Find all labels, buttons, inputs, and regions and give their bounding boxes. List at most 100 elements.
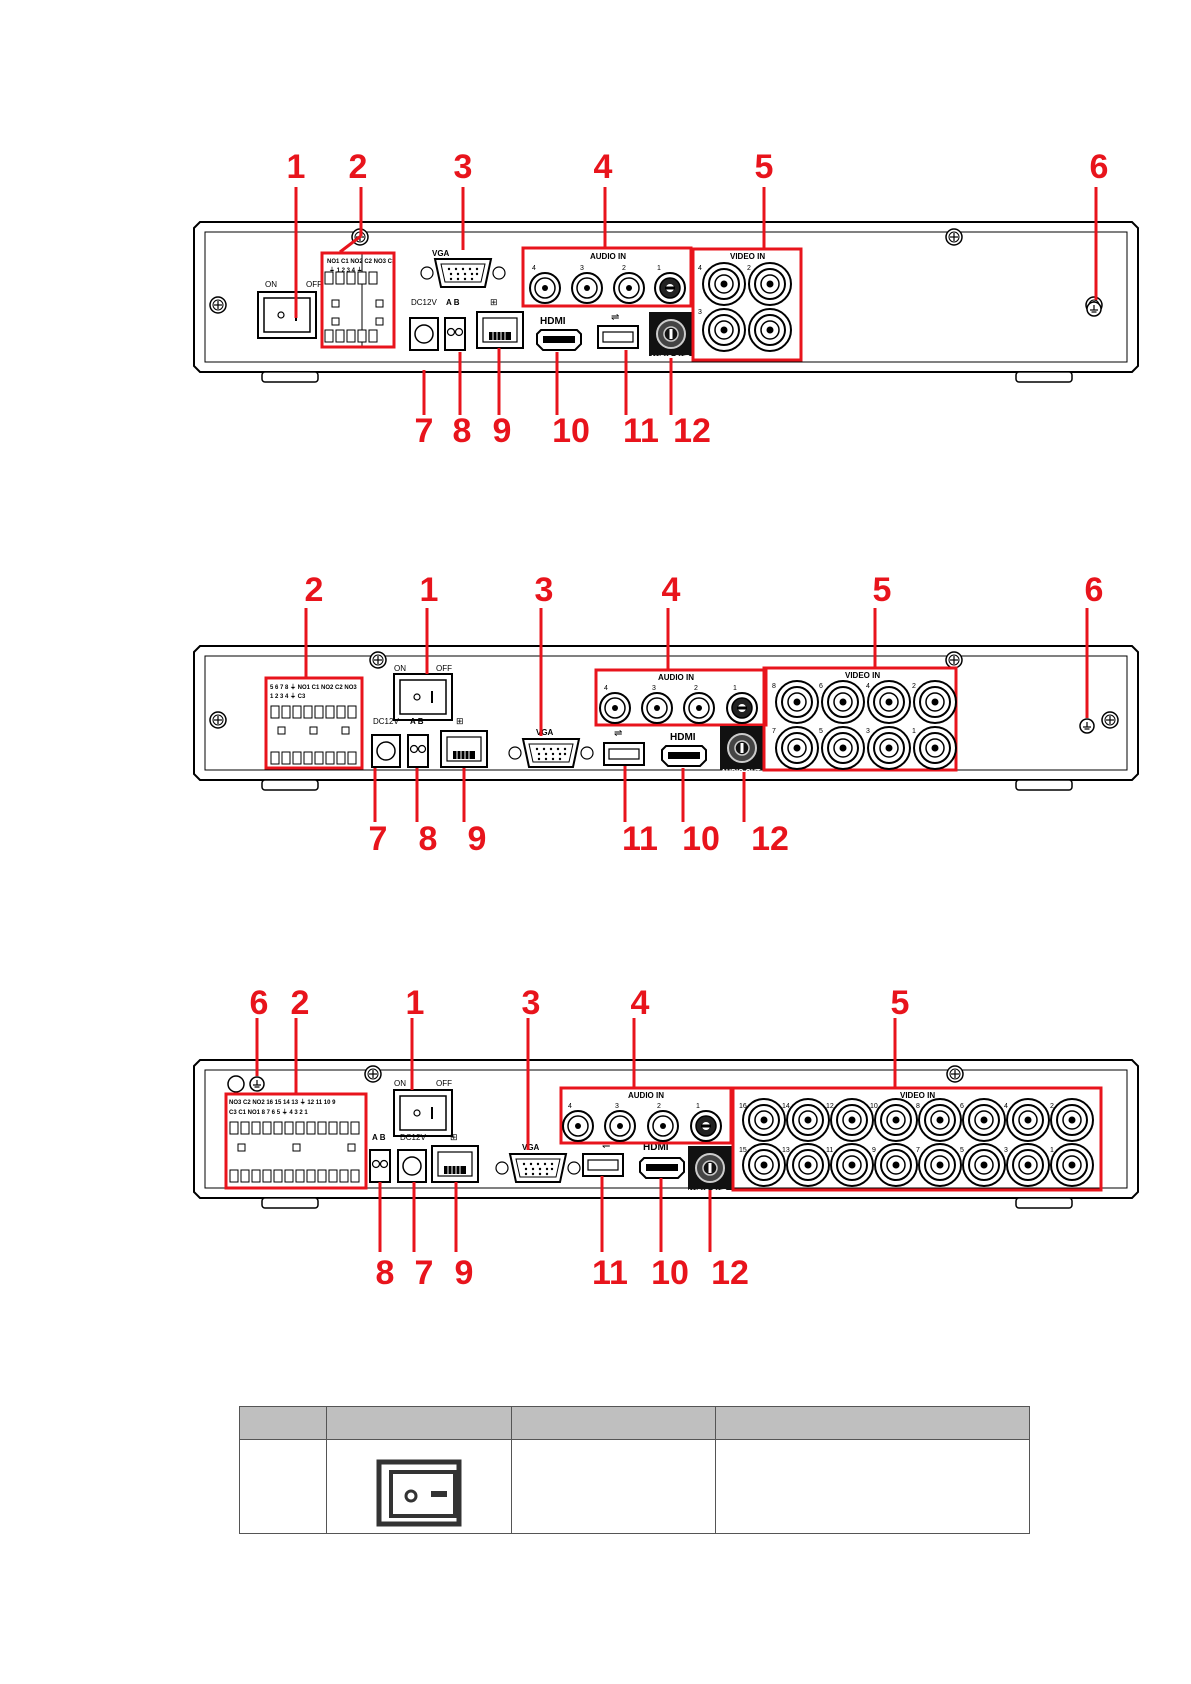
callout-3-top-6: 6 (249, 984, 269, 1022)
svg-text:2: 2 (747, 265, 751, 272)
svg-text:AUDIO OUT: AUDIO OUT (721, 769, 761, 776)
hdmi-port[interactable] (639, 1157, 685, 1179)
svg-text:5: 5 (819, 728, 823, 735)
audio-in-highlight (521, 246, 693, 308)
power-switch[interactable] (393, 673, 453, 721)
svg-text:C3 C1 NO1 8 7 6 5 ⏚ 4 3 2 1: C3 C1 NO1 8 7 6 5 ⏚ 4 3 2 1 (229, 1109, 308, 1116)
svg-text:16: 16 (739, 1103, 747, 1110)
callout-1-top-6: 6 (1089, 148, 1109, 186)
callout-1-bottom-7: 7 (414, 412, 434, 450)
svg-text:VGA: VGA (536, 728, 554, 737)
callout-1-bottom-8: 8 (452, 412, 472, 450)
power-switch-icon (376, 1459, 462, 1526)
off-label: OFF (306, 280, 322, 289)
usb-port[interactable] (597, 325, 639, 349)
rs485-port[interactable] (444, 317, 466, 351)
svg-text:6: 6 (819, 683, 823, 690)
callout-3-bottom-9: 9 (454, 1254, 474, 1292)
callout-3-top-2: 2 (290, 984, 310, 1022)
svg-text:7: 7 (916, 1147, 920, 1154)
table-cell (511, 1439, 716, 1534)
audio-out-port[interactable] (648, 311, 694, 357)
dc12v-jack[interactable] (409, 317, 439, 351)
svg-text:5 6 7 8 ⏚ NO1 C1 NO2 C2 NO3: 5 6 7 8 ⏚ NO1 C1 NO2 C2 NO3 (270, 684, 357, 691)
alarm-highlight (264, 676, 364, 770)
audio-out-port[interactable] (687, 1145, 733, 1191)
video-in-highlight (731, 1086, 1103, 1192)
svg-text:⏚ 1 2 3 4 ⏚: ⏚ 1 2 3 4 ⏚ (329, 267, 363, 274)
svg-text:VIDEO IN: VIDEO IN (845, 671, 880, 680)
callout-2-top-5: 5 (872, 571, 892, 609)
svg-text:DC12V: DC12V (400, 1133, 426, 1142)
rs485-port[interactable] (407, 734, 429, 768)
svg-text:12: 12 (826, 1103, 834, 1110)
callout-2-top-6: 6 (1084, 571, 1104, 609)
header-cell (326, 1406, 512, 1440)
svg-text:11: 11 (826, 1147, 833, 1154)
on-label: ON (265, 280, 277, 289)
network-port[interactable] (440, 730, 488, 768)
svg-text:HDMI: HDMI (540, 316, 566, 327)
svg-text:DC12V: DC12V (411, 298, 437, 307)
svg-text:9: 9 (872, 1147, 876, 1154)
svg-text:3: 3 (615, 1103, 619, 1110)
callout-1-bottom-9: 9 (492, 412, 512, 450)
svg-text:2: 2 (912, 683, 916, 690)
callout-2-top-4: 4 (661, 571, 681, 609)
audio-out-port[interactable] (719, 725, 765, 771)
callout-1-top-1: 1 (286, 148, 306, 186)
svg-text:1: 1 (912, 728, 916, 735)
callout-2-bottom-10: 10 (682, 820, 720, 858)
alarm-highlight (320, 251, 396, 349)
svg-text:2: 2 (657, 1103, 661, 1110)
callout-2-bottom-7: 7 (368, 820, 388, 858)
callout-3-bottom-11: 11 (592, 1254, 628, 1292)
callout-3-top-5: 5 (890, 984, 910, 1022)
svg-text:1: 1 (1050, 1147, 1054, 1154)
usb-port[interactable] (582, 1153, 624, 1177)
callout-1-top-2: 2 (348, 148, 368, 186)
hdmi-port[interactable] (661, 745, 707, 767)
svg-text:VGA: VGA (522, 1143, 540, 1152)
network-port[interactable] (476, 311, 524, 349)
svg-text:3: 3 (652, 685, 656, 692)
callout-3-top-1: 1 (405, 984, 425, 1022)
power-switch[interactable] (393, 1089, 453, 1137)
svg-text:⊞: ⊞ (456, 716, 464, 726)
callout-1-bottom-10: 10 (552, 412, 590, 450)
svg-text:4: 4 (698, 265, 702, 272)
svg-text:4: 4 (1004, 1103, 1008, 1110)
dc12v-jack[interactable] (397, 1149, 427, 1183)
svg-text:2: 2 (622, 265, 626, 272)
svg-text:1: 1 (696, 1103, 700, 1110)
svg-text:2: 2 (694, 685, 698, 692)
usb-port[interactable] (603, 742, 645, 766)
rs485-port[interactable] (369, 1149, 391, 1183)
svg-text:⊞: ⊞ (450, 1132, 458, 1142)
callout-2-top-2: 2 (304, 571, 324, 609)
network-port[interactable] (431, 1145, 479, 1183)
svg-text:AUDIO OUT: AUDIO OUT (687, 1189, 727, 1196)
callout-2-top-1: 1 (419, 571, 439, 609)
svg-text:1 2 3 4 ⏚ C3: 1 2 3 4 ⏚ C3 (270, 693, 306, 700)
dc12v-jack[interactable] (371, 734, 401, 768)
diagram-2: 5 6 7 8 ⏚ NO1 C1 NO2 C2 NO3 1 2 3 4 ⏚ C3… (193, 608, 1139, 822)
callout-1-top-5: 5 (754, 148, 774, 186)
video-in-highlight (762, 666, 958, 772)
svg-text:OFF: OFF (436, 664, 452, 673)
callout-2-bottom-11: 11 (622, 820, 658, 858)
svg-text:5: 5 (960, 1147, 964, 1154)
callout-2-top-3: 3 (534, 571, 554, 609)
callout-1-bottom-12: 12 (673, 412, 711, 450)
svg-text:VIDEO IN: VIDEO IN (730, 252, 765, 261)
callout-2-bottom-12: 12 (751, 820, 789, 858)
svg-text:8: 8 (772, 683, 776, 690)
callout-2-bottom-8: 8 (418, 820, 438, 858)
callout-3-bottom-12: 12 (711, 1254, 749, 1292)
svg-text:10: 10 (870, 1103, 878, 1110)
hdmi-port[interactable] (536, 329, 582, 351)
power-switch[interactable] (257, 291, 317, 339)
svg-text:HDMI: HDMI (670, 732, 696, 743)
svg-text:4: 4 (532, 265, 536, 272)
svg-text:A B: A B (372, 1133, 386, 1142)
